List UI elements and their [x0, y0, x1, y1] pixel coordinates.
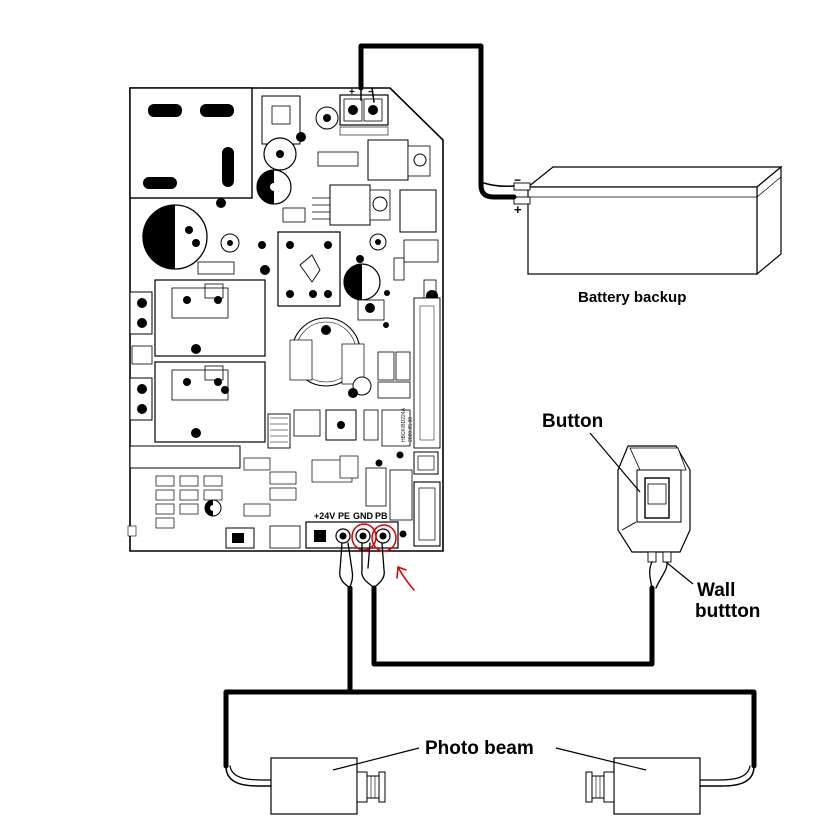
highlight-pb-circle	[371, 524, 397, 552]
wall-button-label-line1: Wall	[697, 580, 735, 601]
battery-wire	[358, 43, 517, 200]
terminal-24v-screw	[314, 530, 326, 542]
wiring	[223, 43, 757, 787]
battery-terminal-plus-label: +	[349, 87, 355, 98]
board-marking-date: 2020.05.08	[408, 417, 414, 442]
photo-beam-leader-left	[332, 747, 420, 771]
battery-backup-label: Battery backup	[578, 289, 686, 306]
photo-beam-left	[270, 757, 386, 815]
board-marking-model: HBCK/BD224A	[401, 407, 407, 442]
control-board: + −	[127, 87, 444, 552]
red-arrow	[397, 566, 415, 591]
battery-backup	[513, 165, 783, 276]
terminal-label-24v: +24V	[314, 511, 335, 521]
wall-button-label-line2: buttton	[695, 601, 760, 622]
highlight-gnd-circle	[351, 523, 377, 551]
terminal-label-gnd: GND	[353, 511, 374, 521]
left-relay-bottom	[154, 361, 266, 443]
red-annotation	[351, 523, 415, 591]
terminal-label-pe: PE	[338, 511, 350, 521]
button-leader-line	[589, 432, 641, 493]
wall-button	[617, 445, 691, 563]
battery-plus-lead-label: +	[514, 202, 522, 217]
battery-terminal-minus-label: −	[368, 87, 374, 98]
button-label: Button	[542, 411, 603, 432]
photo-beam-right	[585, 757, 701, 815]
photo-beam-label: Photo beam	[425, 738, 534, 759]
wall-button-leader-line	[665, 561, 694, 585]
battery-minus-lead-label: −	[514, 173, 521, 187]
photo-beam-leader-right	[555, 747, 647, 771]
wall-button-wire	[371, 585, 655, 667]
terminal-label-pb: PB	[375, 511, 388, 521]
